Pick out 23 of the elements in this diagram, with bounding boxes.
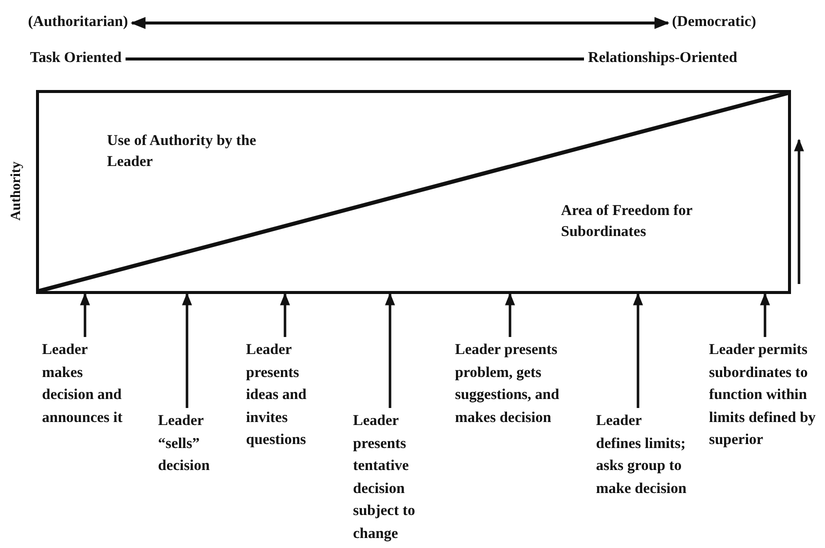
axis-label: Authority xyxy=(8,160,25,223)
scale-label: Relationships-Oriented xyxy=(588,47,738,69)
behavior-label: Leader “sells” decision xyxy=(158,410,230,478)
arrow xyxy=(385,292,395,408)
arrow xyxy=(505,292,515,337)
arrow xyxy=(760,292,770,337)
scale-label: Task Oriented xyxy=(30,47,122,69)
scale-label: (Democratic) xyxy=(672,11,756,33)
behavior-label: Leader presents problem, gets suggestions, and makes decision xyxy=(455,339,563,429)
scale-label: (Authoritarian) xyxy=(28,11,128,33)
arrow xyxy=(80,292,90,337)
behavior-label: Leader presents ideas and invites questions xyxy=(246,339,334,452)
arrow xyxy=(182,292,192,408)
behavior-label: Leader presents tentative decision subject to change xyxy=(353,410,438,545)
arrow xyxy=(280,292,290,337)
behavior-label: Leader defines limits; asks group to make decision xyxy=(596,410,688,500)
region-label: Area of Freedom for Subordinates xyxy=(561,202,694,242)
behavior-label: Leader permits subordinates to function within limits defined by superior xyxy=(709,339,825,452)
connector-line xyxy=(126,58,584,60)
region-label: Use of Authority by the Leader xyxy=(107,132,258,172)
arrow xyxy=(633,292,643,408)
arrow xyxy=(130,17,670,29)
behavior-label: Leader makes decision and announces it xyxy=(42,339,127,429)
